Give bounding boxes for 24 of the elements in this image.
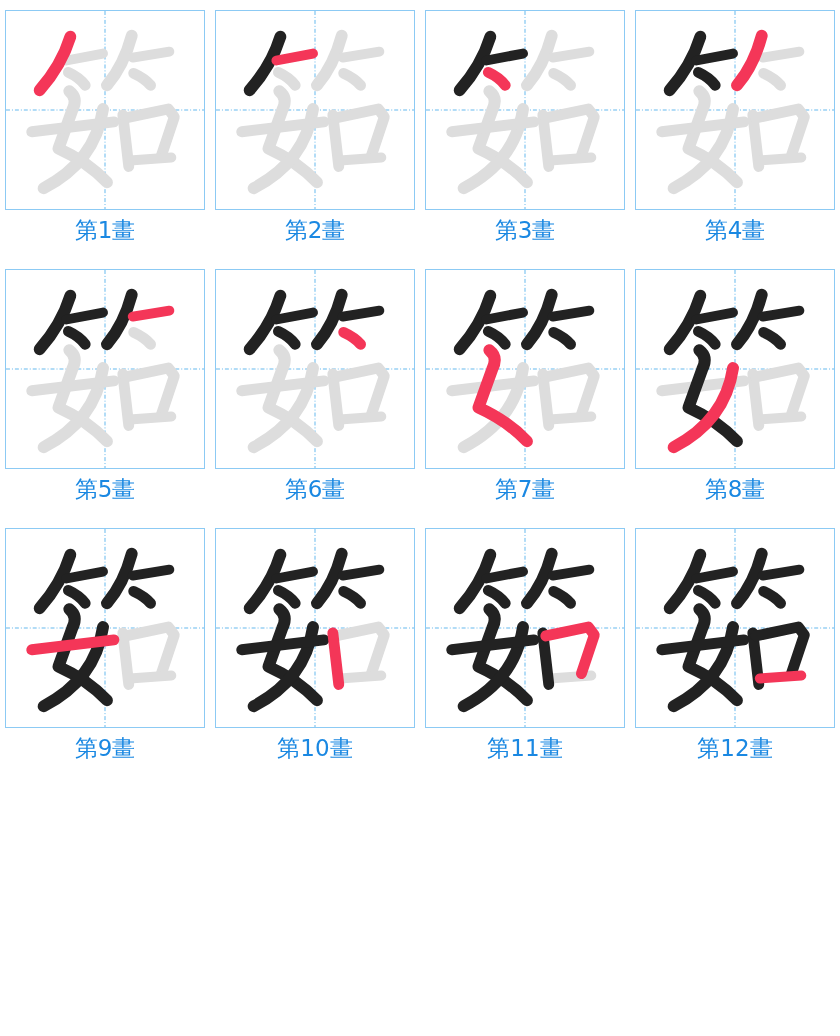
stroke-caption: 第4畫 <box>704 216 766 244</box>
stroke-caption: 第9畫 <box>74 734 136 762</box>
character-grid <box>425 269 625 469</box>
stroke-caption: 第3畫 <box>494 216 556 244</box>
stroke-caption: 第1畫 <box>74 216 136 244</box>
stroke-caption: 第12畫 <box>697 734 773 762</box>
stroke-caption: 第11畫 <box>487 734 563 762</box>
stroke-caption: 第7畫 <box>494 475 556 503</box>
character-grid <box>5 10 205 210</box>
character-grid <box>215 269 415 469</box>
character-grid <box>635 269 835 469</box>
stroke-caption: 第5畫 <box>74 475 136 503</box>
stroke-caption: 第8畫 <box>704 475 766 503</box>
character-grid <box>5 528 205 728</box>
character-grid <box>425 10 625 210</box>
character-grid <box>215 10 415 210</box>
character-grid <box>635 528 835 728</box>
character-grid <box>635 10 835 210</box>
stroke-caption: 第6畫 <box>284 475 346 503</box>
stroke-caption: 第10畫 <box>277 734 353 762</box>
character-grid <box>5 269 205 469</box>
stroke-caption: 第2畫 <box>284 216 346 244</box>
character-grid <box>425 528 625 728</box>
character-grid <box>215 528 415 728</box>
